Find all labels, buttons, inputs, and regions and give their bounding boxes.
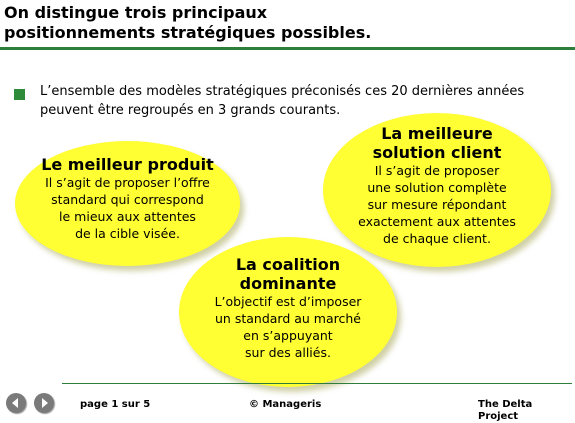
page-title-line-1: On distingue trois principaux [4,3,268,22]
page-indicator: page 1 sur 5 [80,399,151,410]
arrow-left-icon [12,398,18,408]
title-divider [0,47,575,50]
ellipse-body-line: Il s’agit de proposer l’offre [45,175,210,190]
previous-page-button[interactable] [6,393,26,413]
ellipse-body-line: en s’appuyant [243,328,333,343]
ellipse-title: Le meilleur produit [15,155,240,174]
footer-divider [62,383,572,384]
intro-line-1: L’ensemble des modèles stratégiques préc… [40,84,525,99]
ellipse-body-line: de la cible visée. [75,226,180,241]
ellipse-body-line: le mieux aux attentes [59,209,196,224]
ellipse-best-client-solution: La meilleure solution client Il s’agit d… [323,113,551,267]
ellipse-title-line: La meilleure [381,124,493,143]
ellipse-body: L’objectif est d’imposer un standard au … [179,293,397,361]
project-name: The Delta Project [478,399,533,422]
ellipse-body-line: de chaque client. [383,231,491,246]
ellipse-body-line: sur mesure répondant [367,197,507,212]
ellipse-body: Il s’agit de proposer une solution compl… [323,162,551,247]
ellipse-body-line: standard qui correspond [51,192,204,207]
ellipse-body-line: une solution complète [367,180,507,195]
ellipse-body-line: L’objectif est d’imposer [214,294,362,309]
ellipse-body-line: sur des alliés. [245,345,331,360]
ellipse-title: La meilleure solution client [323,124,551,162]
page-title: On distingue trois principaux positionne… [4,3,564,43]
intro-text: L’ensemble des modèles stratégiques préc… [40,82,560,120]
ellipse-title-line: Le meilleur produit [41,155,214,174]
intro-line-2: peuvent être regroupés en 3 grands coura… [40,103,341,118]
ellipse-body-line: Il s’agit de proposer [374,163,500,178]
ellipse-body-line: exactement aux attentes [358,214,516,229]
ellipse-body-line: un standard au marché [215,311,361,326]
next-page-button[interactable] [34,393,54,413]
ellipse-body: Il s’agit de proposer l’offre standard q… [15,174,240,242]
ellipse-dominant-coalition: La coalition dominante L’objectif est d’… [179,237,397,387]
ellipse-best-product: Le meilleur produit Il s’agit de propose… [15,141,240,266]
ellipse-title: La coalition dominante [179,255,397,293]
ellipse-title-line: dominante [239,274,337,293]
arrow-right-icon [42,398,48,408]
ellipse-title-line: solution client [372,143,502,162]
bullet-square-icon [14,89,25,100]
page-title-line-2: positionnements stratégiques possibles. [4,23,372,42]
ellipse-title-line: La coalition [235,255,341,274]
copyright-text: © Manageris [249,399,322,410]
